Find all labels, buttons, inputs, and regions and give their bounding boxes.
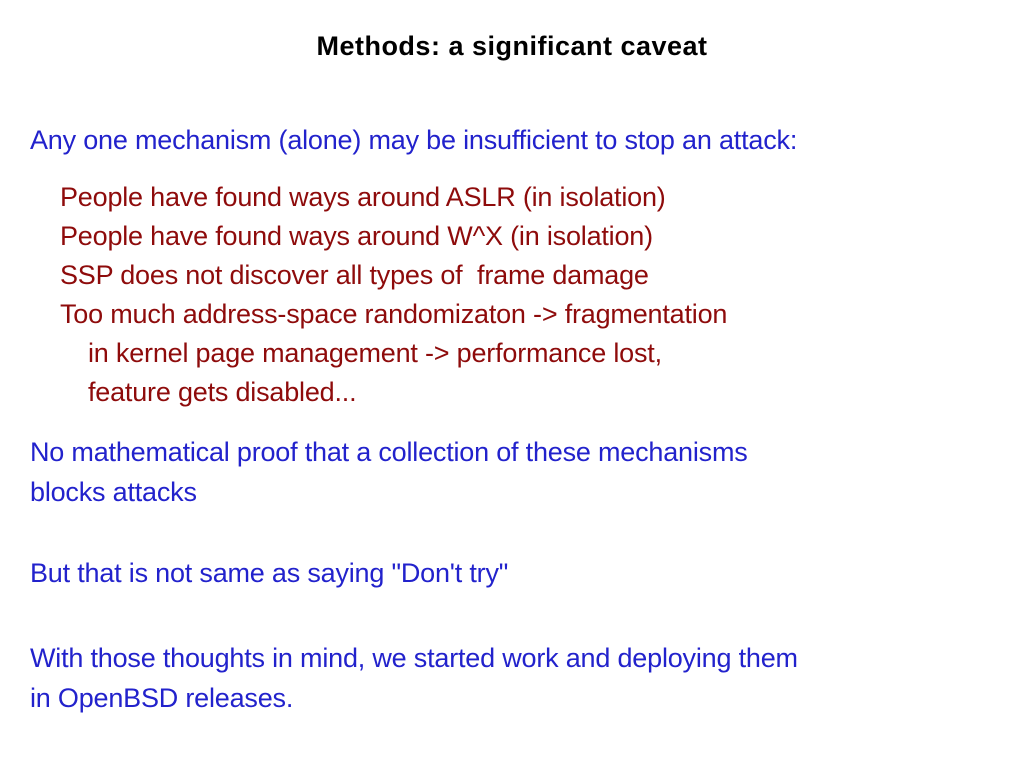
paragraph-line: But that is not same as saying "Don't tr… — [30, 558, 509, 588]
slide-title: Methods: a significant caveat — [316, 31, 708, 61]
paragraph-line: No mathematical proof that a collection … — [30, 437, 748, 467]
caveat-line: in kernel page management -> performance… — [88, 338, 662, 368]
paragraph-line: blocks attacks — [30, 477, 197, 507]
paragraph-dont-try: But that is not same as saying "Don't tr… — [30, 553, 508, 593]
caveat-line: People have found ways around W^X (in is… — [60, 221, 653, 251]
caveat-line: People have found ways around ASLR (in i… — [60, 182, 666, 212]
caveat-line: Too much address-space randomizaton -> f… — [60, 299, 728, 329]
intro-line: Any one mechanism (alone) may be insuffi… — [30, 125, 798, 155]
caveat-line: feature gets disabled... — [88, 377, 357, 407]
caveat-line: SSP does not discover all types of frame… — [60, 260, 649, 290]
caveat-list: People have found ways around ASLR (in i… — [60, 178, 727, 412]
paragraph-no-proof: No mathematical proof that a collection … — [30, 432, 748, 512]
paragraph-line: With those thoughts in mind, we started … — [30, 643, 798, 673]
paragraph-line: in OpenBSD releases. — [30, 683, 294, 713]
paragraph-openbsd: With those thoughts in mind, we started … — [30, 638, 798, 718]
